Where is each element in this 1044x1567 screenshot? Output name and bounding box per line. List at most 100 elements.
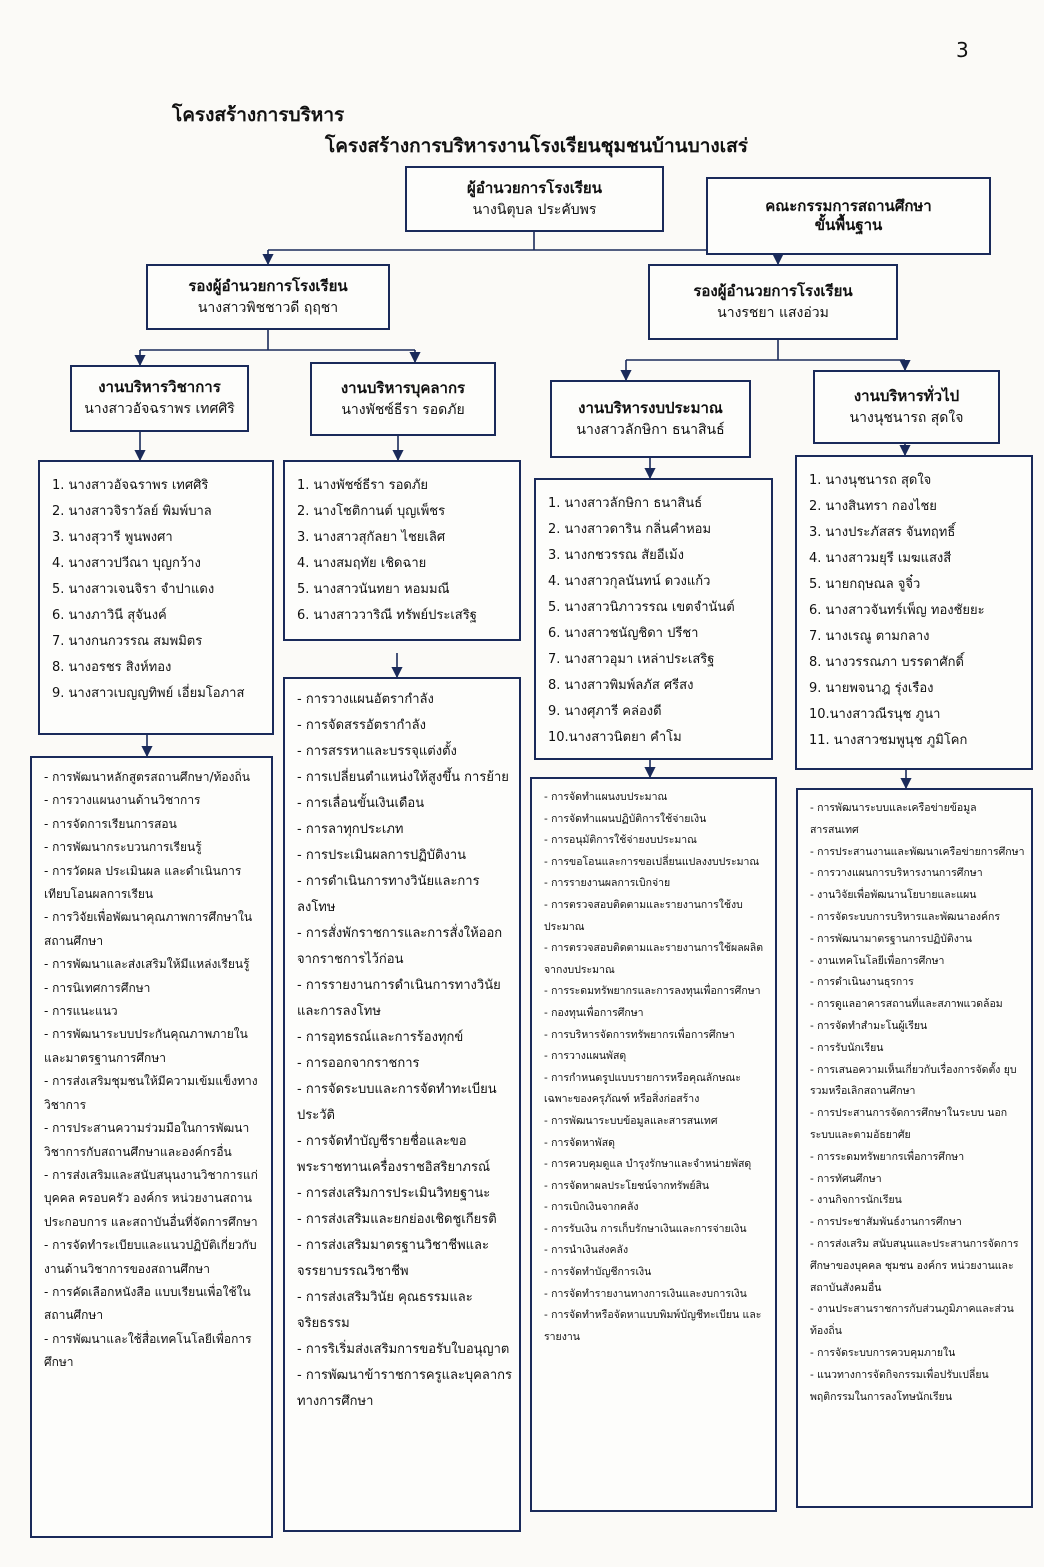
tasks-personnel: - การวางแผนอัตรากำลัง- การจัดสรรอัตรากำล… [283, 677, 521, 1532]
member-item: 1. นางสาวอัจฉราพร เทศศิริ [52, 478, 209, 493]
member-item: 3. นางสาวสุกัลยา ไชยเลิศ [297, 530, 446, 545]
member-item: 4. นางสาวปวีณา บุญกว้าง [52, 556, 201, 571]
task-item: - การออกจากราชการ [297, 1056, 420, 1071]
task-item: - การดำเนินการทางวินัยและการลงโทษ [297, 874, 480, 915]
member-item: 6. นางสาวชนัญชิดา ปรีชา [548, 626, 699, 641]
committee-line2: ขั้นพื้นฐาน [814, 216, 883, 234]
member-item: 5. นางสาวนิภาวรรณ เขตจำนันต์ [548, 600, 735, 615]
page-number: 3 [956, 38, 969, 62]
task-item: - การจัดทำสำมะโนผู้เรียน [810, 1019, 928, 1032]
task-item: - การวัดผล ประเมินผล และดำเนินการเทียบโอ… [44, 863, 242, 902]
member-item: 2. นางสาวดาริน กลิ่นคำหอม [548, 522, 712, 537]
task-item: - การส่งเสริมและสนับสนุนงานวิชาการแก่บุค… [44, 1167, 258, 1229]
task-item: - การประสานความร่วมมือในการพัฒนาวิชาการก… [44, 1121, 250, 1159]
member-item: 10.นางสาวณีรนุช ภูนา [809, 707, 941, 722]
member-item: 3. นางกชวรรณ สัยอีเม้ง [548, 548, 684, 563]
task-item: - การอนุมัติการใช้จ่ายงบประมาณ [544, 834, 697, 847]
member-item: 6. นางสาวจันทร์เพ็ญ ทองชัยยะ [809, 603, 985, 618]
dept-title: งานบริหารวิชาการ [98, 378, 221, 396]
task-item: - การตรวจสอบติดตามและรายงานการใช้งบประมา… [544, 898, 743, 933]
members-academic: 1. นางสาวอัจฉราพร เทศศิริ 2. นางสาวจิราวั… [38, 460, 274, 735]
task-item: - งานวิจัยเพื่อพัฒนานโยบายและแผน [810, 889, 977, 902]
task-item: - การจัดทำหรือจัดหาแบบพิมพ์บัญชีทะเบียน … [544, 1309, 762, 1343]
task-item: - การระดมทรัพยากรและการลงทุนเพื่อการศึกษ… [544, 985, 761, 998]
dept-title: งานบริหารทั่วไป [853, 386, 960, 405]
task-item: - การควบคุมดูแล บำรุงรักษาและจำหน่ายพัสด… [544, 1158, 752, 1171]
task-item: - การสั่งพักราชการและการสั่งให้ออกจากราช… [297, 926, 503, 967]
member-item: 1. นางพัชซ์ธีรา รอดภัย [297, 478, 429, 493]
dept-head: นางนุชนารถ สุดใจ [849, 409, 964, 426]
member-item: 11. นางสาวชมพูนุช ภูมิโคก [809, 733, 968, 748]
task-item: - แนวทางการจัดกิจกรรมเพื่อปรับเปลี่ยนพฤต… [810, 1368, 989, 1403]
task-item: - การรับเงิน การเก็บรักษาเงินและการจ่ายเ… [544, 1222, 747, 1235]
task-item: - การจัดทำแผนปฏิบัติการใช้จ่ายเงิน [544, 812, 707, 825]
task-item: - การนำเงินส่งคลัง [544, 1244, 629, 1257]
task-item: - การวางแผนอัตรากำลัง [297, 692, 434, 707]
task-item: - การรายงานการดำเนินการทางวินัยและการลงโ… [297, 978, 501, 1019]
deputy-name: นางสาวพิชชาวดี ฤฤชา [197, 299, 339, 316]
task-item: - การจัดระบบและการจัดทำทะเบียนประวัติ [297, 1082, 497, 1123]
task-item: - งานประสานราชการกับส่วนภูมิภาคและส่วนท้… [810, 1303, 1014, 1338]
member-item: 2. นางสาวจิราวัลย์ พิมพ์บาล [52, 504, 212, 519]
task-item: - การพัฒนาและใช้สื่อเทคโนโลยีเพื่อการศึก… [44, 1331, 252, 1370]
member-item: 9. นางศุภารี คล่องดี [548, 704, 662, 719]
task-item: - การประชาสัมพันธ์งานการศึกษา [810, 1216, 962, 1229]
dept-head: นางสาวลักษิกา ธนาสินธ์ [576, 421, 725, 438]
task-item: - การคัดเลือกหนังสือ แบบเรียนเพื่อใช้ในส… [44, 1284, 251, 1323]
task-item: - การเสนอความเห็นเกี่ยวกับเรื่องการจัดตั… [810, 1063, 1017, 1098]
director-title: ผู้อำนวยการโรงเรียน [467, 178, 602, 197]
task-item: - การพัฒนาข้าราชการครูและบุคลากรทางการศึ… [297, 1368, 512, 1409]
task-item: - การส่งเสริมชุมชนให้มีความเข้มแข็งทางวิ… [44, 1074, 258, 1112]
member-item: 5. นางสาวเจนจิรา จำปาแดง [52, 582, 215, 597]
task-item: - การสรรหาและบรรจุแต่งตั้ง [297, 744, 457, 759]
task-item: - การวางแผนพัสดุ [544, 1050, 627, 1063]
dept-budget-box: งานบริหารงบประมาณ นางสาวลักษิกา ธนาสินธ์ [550, 380, 751, 458]
dept-head: นางสาวอัจฉราพร เทศศิริ [84, 401, 235, 417]
task-item: - การจัดหาพัสดุ [544, 1136, 615, 1149]
member-item: 7. นางเรณู ตามกลาง [809, 629, 930, 644]
task-item: - การดูแลอาคารสถานที่และสภาพแวดล้อม [810, 998, 1003, 1011]
chart-title: โครงสร้างการบริหารงานโรงเรียนชุมชนบ้านบา… [325, 135, 748, 157]
task-item: - การจัดทำบัญชีรายชื่อและขอพระราชทานเครื… [297, 1134, 491, 1175]
member-item: 2. นางโชติกานต์ บุญเพ็ชร [297, 504, 446, 519]
member-item: 8. นางวรรณภา บรรดาศักดิ์ [809, 655, 964, 670]
member-item: 3. นางประภัสสร จันทฤทธิ์ [809, 525, 956, 540]
director-name: นางนิตุบล ประคับพร [472, 201, 597, 218]
dept-personnel-box: งานบริหารบุคลากร นางพัชซ์ธีรา รอดภัย [310, 362, 496, 436]
task-item: - การจัดระบบการควบคุมภายใน [810, 1346, 956, 1359]
task-item: - การแนะแนว [44, 1004, 118, 1019]
deputy-title: รองผู้อำนวยการโรงเรียน [693, 281, 853, 300]
task-item: - การวิจัยเพื่อพัฒนาคุณภาพการศึกษาในสถาน… [44, 910, 253, 948]
dept-general-box: งานบริหารทั่วไป นางนุชนารถ สุดใจ [813, 370, 1000, 444]
task-item: - การส่งเสริม สนับสนุนและประสานการจัดการ… [810, 1237, 1019, 1294]
dept-title: งานบริหารงบประมาณ [578, 398, 723, 417]
dept-head: นางพัชซ์ธีรา รอดภัย [341, 401, 465, 418]
task-item: - การอุทธรณ์และการร้องทุกข์ [297, 1030, 464, 1045]
tasks-academic: - การพัฒนาหลักสูตรสถานศึกษา/ท้องถิ่น- กา… [30, 756, 273, 1538]
task-item: - การวางแผนงานด้านวิชาการ [44, 793, 201, 808]
deputy-title: รองผู้อำนวยการโรงเรียน [188, 276, 348, 295]
member-item: 4. นางสาวกุลนันทน์ ดวงแก้ว [548, 574, 711, 589]
task-item: - การส่งเสริมการประเมินวิทยฐานะ [297, 1186, 491, 1201]
task-item: - การนิเทศการศึกษา [44, 980, 151, 995]
task-item: - การจัดหาผลประโยชน์จากทรัพย์สิน [544, 1179, 710, 1192]
task-item: - การเบิกเงินจากคลัง [544, 1201, 639, 1214]
member-item: 10.นางสาวนิตยา คำโม [548, 730, 682, 745]
member-item: 9. นายพจนาฎ รุ่งเรือง [809, 681, 934, 696]
member-item: 3. นางสุวารี พูนพงศา [52, 530, 173, 545]
task-item: - งานกิจการนักเรียน [810, 1194, 902, 1207]
task-item: - การจัดการเรียนการสอน [44, 816, 177, 831]
task-item: - การส่งเสริมวินัย คุณธรรมและจริยธรรม [297, 1290, 473, 1331]
task-item: - การจัดทำแผนงบประมาณ [544, 791, 668, 803]
task-item: - การจัดทำบัญชีการเงิน [544, 1266, 652, 1279]
member-item: 5. นายกฤษณล จูจิ๋ว [809, 577, 921, 592]
section-title: โครงสร้างการบริหาร [172, 104, 345, 126]
member-item: 8. นางสาวพิมพ์ลภัส ศรีสง [548, 678, 694, 693]
task-item: - การจัดทำรายงานทางการเงินและงบการเงิน [544, 1287, 747, 1300]
task-item: - การจัดระบบการบริหารและพัฒนาองค์กร [810, 910, 1001, 923]
task-item: - การวางแผนการบริหารงานการศึกษา [810, 867, 983, 880]
task-item: - การระดมทรัพยากรเพื่อการศึกษา [810, 1150, 965, 1163]
task-item: - การรับนักเรียน [810, 1041, 884, 1054]
